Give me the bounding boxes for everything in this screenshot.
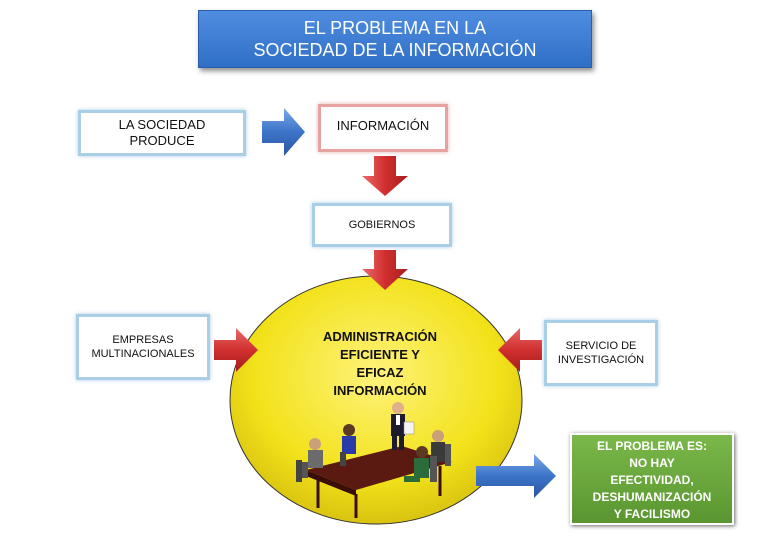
box-empresas-multinacionales: EMPRESAS MULTINACIONALES [76, 314, 210, 380]
box-servicio-investigacion: SERVICIO DE INVESTIGACIÓN [544, 320, 658, 386]
problem-line-5: Y FACILISMO [613, 507, 691, 521]
center-line-1: ADMINISTRACIÓN [322, 329, 438, 344]
arrow-down-red-1 [362, 156, 408, 196]
arrow-right-blue-bottom [476, 454, 556, 498]
meeting-illustration [296, 402, 452, 518]
problem-line-4: DESHUMANIZACIÓN [592, 490, 712, 504]
arrow-right-red [214, 328, 258, 372]
sociedad-line-2: PRODUCE [129, 133, 195, 148]
title-line-2: SOCIEDAD DE LA INFORMACIÓN [253, 40, 537, 60]
sociedad-line-1: LA SOCIEDAD [118, 117, 206, 132]
empresas-line-2: MULTINACIONALES [91, 348, 195, 360]
title-line-1: EL PROBLEMA EN LA [303, 18, 487, 38]
arrow-right-blue-top [262, 108, 305, 156]
gobiernos-label: GOBIERNOS [348, 219, 416, 231]
informacion-label: INFORMACIÓN [336, 118, 430, 133]
arrow-left-red [498, 328, 542, 372]
box-sociedad-produce: LA SOCIEDAD PRODUCE [78, 110, 246, 156]
box-informacion: INFORMACIÓN [318, 104, 448, 152]
servicio-line-2: INVESTIGACIÓN [557, 354, 645, 366]
central-ellipse [229, 275, 523, 525]
center-line-4: INFORMACIÓN [333, 383, 427, 398]
center-statement: ADMINISTRACIÓN EFICIENTE Y EFICAZ INFORM… [300, 328, 460, 400]
arrow-down-red-2 [362, 250, 408, 290]
diagram-title: EL PROBLEMA EN LA SOCIEDAD DE LA INFORMA… [198, 10, 592, 68]
box-gobiernos: GOBIERNOS [312, 203, 452, 247]
empresas-line-1: EMPRESAS [112, 334, 174, 346]
servicio-line-1: SERVICIO DE [565, 340, 637, 352]
problem-line-1: EL PROBLEMA ES: [596, 439, 707, 453]
center-line-2: EFICIENTE Y [340, 347, 420, 362]
problem-line-2: NO HAY [629, 456, 675, 470]
problem-line-3: EFECTIVIDAD, [610, 473, 694, 487]
problem-box: EL PROBLEMA ES: NO HAY EFECTIVIDAD, DESH… [570, 433, 734, 525]
center-line-3: EFICAZ [356, 365, 404, 380]
